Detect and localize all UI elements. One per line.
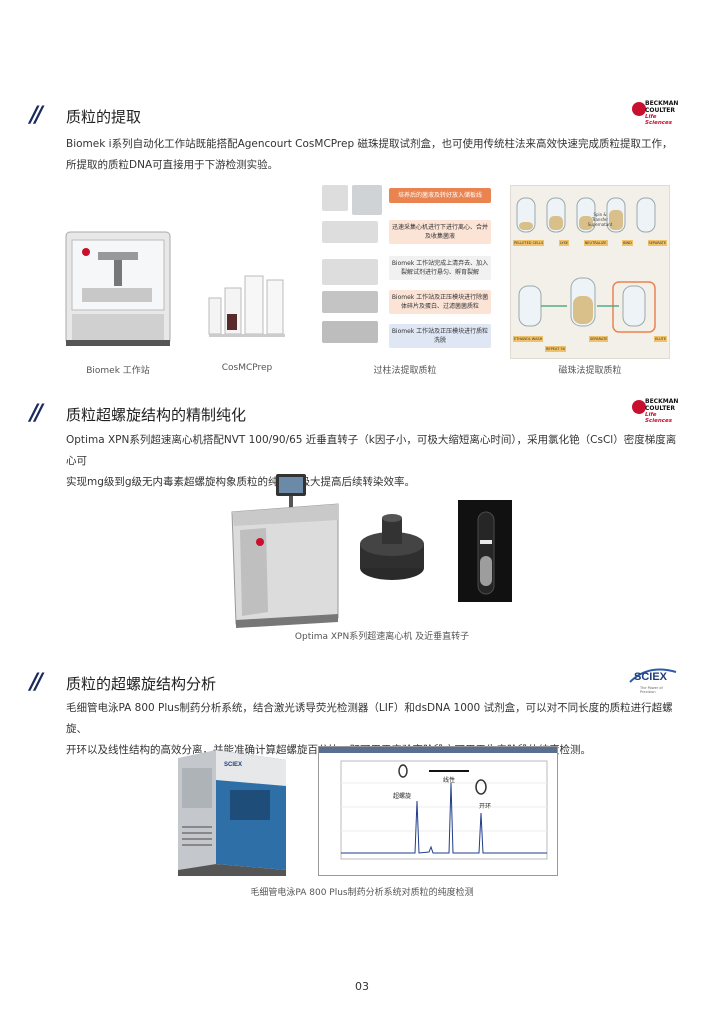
electropherogram-window: 超螺旋 线性 开环: [318, 746, 558, 876]
biomek-filter-image: [322, 291, 378, 313]
section-marker: //: [30, 670, 43, 695]
section-title: 质粒的提取: [66, 108, 142, 126]
section-paragraph: Optima XPN系列超速离心机搭配NVT 100/90/65 近垂直转子（k…: [66, 434, 677, 488]
sciex-logo: SCIEX The Power of Precision: [628, 666, 678, 694]
caption-biomek: Biomek 工作站: [86, 366, 150, 376]
caption-bead-method: 磁珠法提取质粒: [558, 366, 622, 376]
open-circle-label: 开环: [479, 803, 492, 810]
cscl-gradient-tube-image: [458, 500, 512, 602]
electropherogram-chart: [340, 760, 548, 860]
near-vertical-rotor-image: [360, 514, 424, 580]
biomek-workstation-image: [65, 231, 171, 346]
supercoiled-label: 超螺旋: [393, 793, 412, 800]
caption-cosmcprep: CosMCPrep: [221, 363, 273, 373]
centrifuge-image: [322, 221, 378, 243]
flow-step-3: Biomek 工作站完成上清弃去、加入裂解试剂进行悬匀、孵育裂解: [389, 256, 491, 280]
logo-mark-icon: [632, 400, 646, 414]
worker-image: [322, 185, 348, 211]
linear-label: 线性: [443, 777, 456, 784]
biomek-elute-image: [322, 321, 378, 343]
window-titlebar: [319, 747, 557, 753]
pa800-plus-instrument-image: SCIEX: [178, 750, 286, 876]
cosmcprep-reagent-image: [208, 275, 285, 337]
page-number: 03: [355, 980, 369, 993]
flow-step-4: Biomek 工作站及正压模块进行除菌体碎片及蛋白、过滤菌菌质粒: [389, 290, 491, 314]
section-paragraph: Biomek i系列自动化工作站既能搭配Agencourt CosMCPrep …: [66, 138, 673, 171]
column-method-flow: [318, 183, 494, 351]
svg-text:SCIEX: SCIEX: [224, 762, 242, 768]
section-title: 质粒超螺旋结构的精制纯化: [66, 406, 247, 424]
incubator-image: [352, 185, 382, 215]
logo-mark-icon: [632, 102, 646, 116]
bead-method-diagram: Spin & Transfer Supernatant PELLETED CEL…: [510, 185, 670, 359]
section-marker: //: [30, 103, 43, 128]
flow-step-5: Biomek 工作站及正压模块进行质粒洗脱: [389, 324, 491, 348]
caption-column-method: 过柱法提取质粒: [373, 366, 437, 376]
optima-xpn-centrifuge-image: [231, 474, 339, 628]
section-title: 质粒的超螺旋结构分析: [66, 675, 217, 693]
biomek-lyse-image: [322, 259, 378, 285]
flow-step-1: 培养后的菌液及转好放入储板线: [389, 188, 491, 203]
caption-centrifuge: Optima XPN系列超速离心机 及近垂直转子: [294, 632, 470, 642]
flow-step-2: 迅速采集心机进行下进行离心、合并及收集菌液: [389, 220, 491, 244]
caption-pa800: 毛细管电泳PA 800 Plus制药分析系统对质粒的纯度检测: [250, 888, 474, 898]
section-marker: //: [30, 401, 43, 426]
